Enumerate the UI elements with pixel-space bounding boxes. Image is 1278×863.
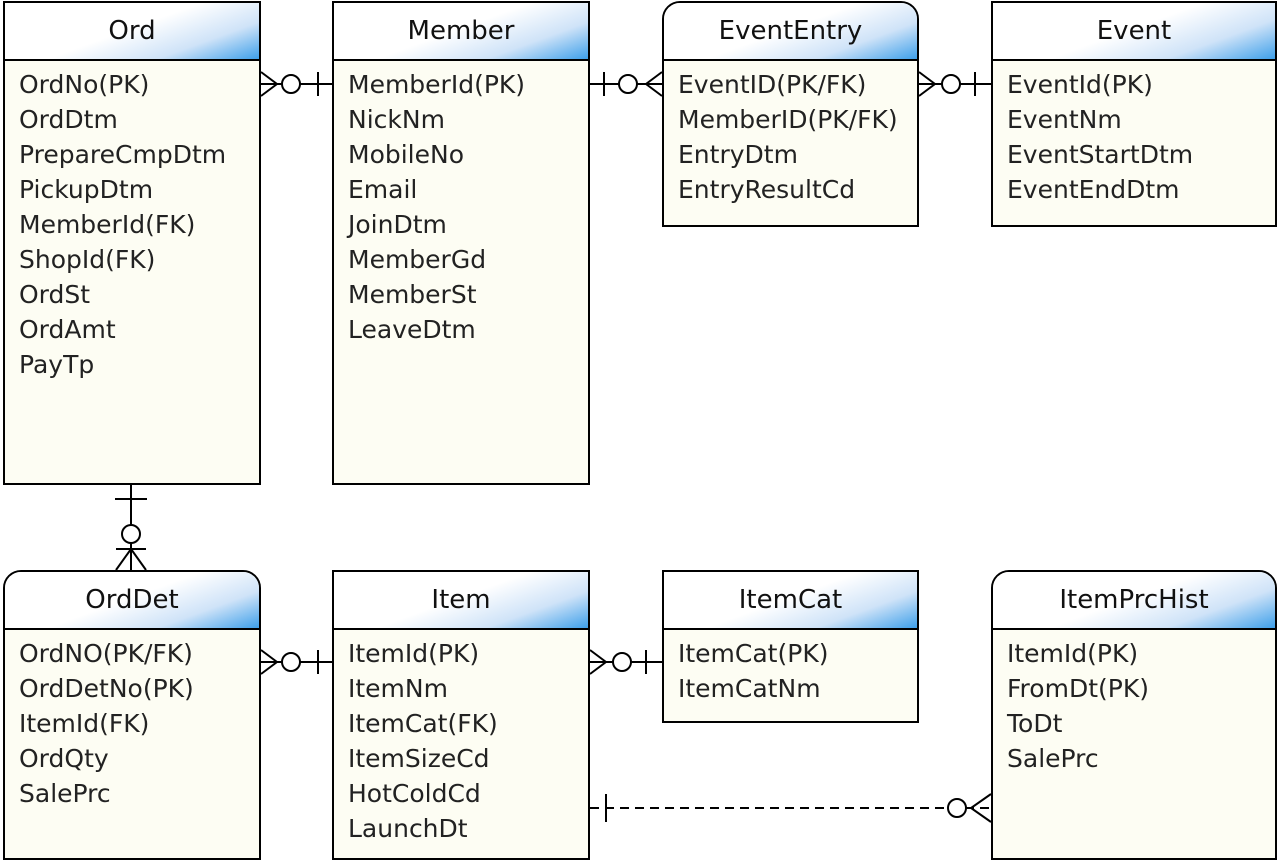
attribute-list: EventID(PK/FK) MemberID(PK/FK) EntryDtm … bbox=[664, 61, 917, 207]
attribute: EntryDtm bbox=[678, 140, 798, 169]
relationship-itemcat-item bbox=[589, 649, 662, 675]
attribute-list: ItemCat(PK) ItemCatNm bbox=[664, 630, 917, 706]
entity-evententry[interactable]: EventEntry EventID(PK/FK) MemberID(PK/FK… bbox=[662, 1, 919, 227]
entity-title: Event bbox=[993, 3, 1275, 61]
attribute: OrdDetNo(PK) bbox=[19, 674, 194, 703]
attribute: LeaveDtm bbox=[348, 315, 476, 344]
entity-ord[interactable]: Ord OrdNo(PK) OrdDtm PrepareCmpDtm Picku… bbox=[3, 1, 261, 485]
attribute-list: ItemId(PK) FromDt(PK) ToDt SalePrc bbox=[993, 630, 1275, 776]
entity-orddet[interactable]: OrdDet OrdNO(PK/FK) OrdDetNo(PK) ItemId(… bbox=[3, 570, 261, 860]
attribute: MemberSt bbox=[348, 280, 477, 309]
relationship-item-itemprchist bbox=[590, 793, 992, 823]
attribute-list: EventId(PK) EventNm EventStartDtm EventE… bbox=[993, 61, 1275, 207]
entity-title: Member bbox=[334, 3, 588, 61]
attribute: OrdNO(PK/FK) bbox=[19, 639, 193, 668]
entity-member[interactable]: Member MemberId(PK) NickNm MobileNo Emai… bbox=[332, 1, 590, 485]
entity-event[interactable]: Event EventId(PK) EventNm EventStartDtm … bbox=[991, 1, 1277, 227]
attribute: ItemNm bbox=[348, 674, 448, 703]
attribute: MemberGd bbox=[348, 245, 487, 274]
attribute: NickNm bbox=[348, 105, 445, 134]
attribute: EventId(PK) bbox=[1007, 70, 1153, 99]
attribute: EntryResultCd bbox=[678, 175, 856, 204]
attribute: PayTp bbox=[19, 350, 95, 379]
attribute: ItemSizeCd bbox=[348, 744, 490, 773]
attribute: MemberId(PK) bbox=[348, 70, 526, 99]
attribute: LaunchDt bbox=[348, 814, 468, 843]
attribute: OrdNo(PK) bbox=[19, 70, 150, 99]
attribute: OrdQty bbox=[19, 744, 109, 773]
relationship-member-ord bbox=[260, 71, 332, 97]
entity-title: ItemPrcHist bbox=[993, 572, 1275, 630]
attribute: EventEndDtm bbox=[1007, 175, 1180, 204]
attribute: MobileNo bbox=[348, 140, 465, 169]
entity-itemcat[interactable]: ItemCat ItemCat(PK) ItemCatNm bbox=[662, 570, 919, 723]
relationship-item-orddet bbox=[260, 649, 332, 675]
attribute: EventStartDtm bbox=[1007, 140, 1194, 169]
attribute: OrdDtm bbox=[19, 105, 118, 134]
attribute: EventID(PK/FK) bbox=[678, 70, 867, 99]
attribute: EventNm bbox=[1007, 105, 1122, 134]
attribute: ShopId(FK) bbox=[19, 245, 156, 274]
attribute: PrepareCmpDtm bbox=[19, 140, 227, 169]
attribute: ItemId(FK) bbox=[19, 709, 150, 738]
attribute: ToDt bbox=[1007, 709, 1063, 738]
relationship-member-evententry bbox=[590, 71, 663, 97]
attribute: OrdAmt bbox=[19, 315, 116, 344]
entity-title: OrdDet bbox=[5, 572, 259, 630]
attribute: ItemCatNm bbox=[678, 674, 821, 703]
entity-title: Ord bbox=[5, 3, 259, 61]
attribute: SalePrc bbox=[19, 779, 111, 808]
attribute-list: OrdNo(PK) OrdDtm PrepareCmpDtm PickupDtm… bbox=[5, 61, 259, 382]
attribute: ItemCat(PK) bbox=[678, 639, 829, 668]
entity-title: Item bbox=[334, 572, 588, 630]
attribute-list: ItemId(PK) ItemNm ItemCat(FK) ItemSizeCd… bbox=[334, 630, 588, 846]
attribute: SalePrc bbox=[1007, 744, 1099, 773]
attribute: PickupDtm bbox=[19, 175, 154, 204]
attribute: MemberID(PK/FK) bbox=[678, 105, 898, 134]
relationship-event-evententry bbox=[918, 71, 991, 97]
entity-title: EventEntry bbox=[664, 3, 917, 61]
entity-itemprchist[interactable]: ItemPrcHist ItemId(PK) FromDt(PK) ToDt S… bbox=[991, 570, 1277, 860]
attribute: JoinDtm bbox=[348, 210, 447, 239]
attribute-list: OrdNO(PK/FK) OrdDetNo(PK) ItemId(FK) Ord… bbox=[5, 630, 259, 811]
relationship-ord-orddet bbox=[115, 485, 147, 571]
attribute: ItemId(PK) bbox=[348, 639, 480, 668]
attribute: ItemId(PK) bbox=[1007, 639, 1139, 668]
attribute: HotColdCd bbox=[348, 779, 481, 808]
attribute: MemberId(FK) bbox=[19, 210, 196, 239]
attribute: FromDt(PK) bbox=[1007, 674, 1149, 703]
attribute: OrdSt bbox=[19, 280, 91, 309]
entity-title: ItemCat bbox=[664, 572, 917, 630]
attribute: Email bbox=[348, 175, 418, 204]
attribute-list: MemberId(PK) NickNm MobileNo Email JoinD… bbox=[334, 61, 588, 347]
attribute: ItemCat(FK) bbox=[348, 709, 498, 738]
entity-item[interactable]: Item ItemId(PK) ItemNm ItemCat(FK) ItemS… bbox=[332, 570, 590, 860]
